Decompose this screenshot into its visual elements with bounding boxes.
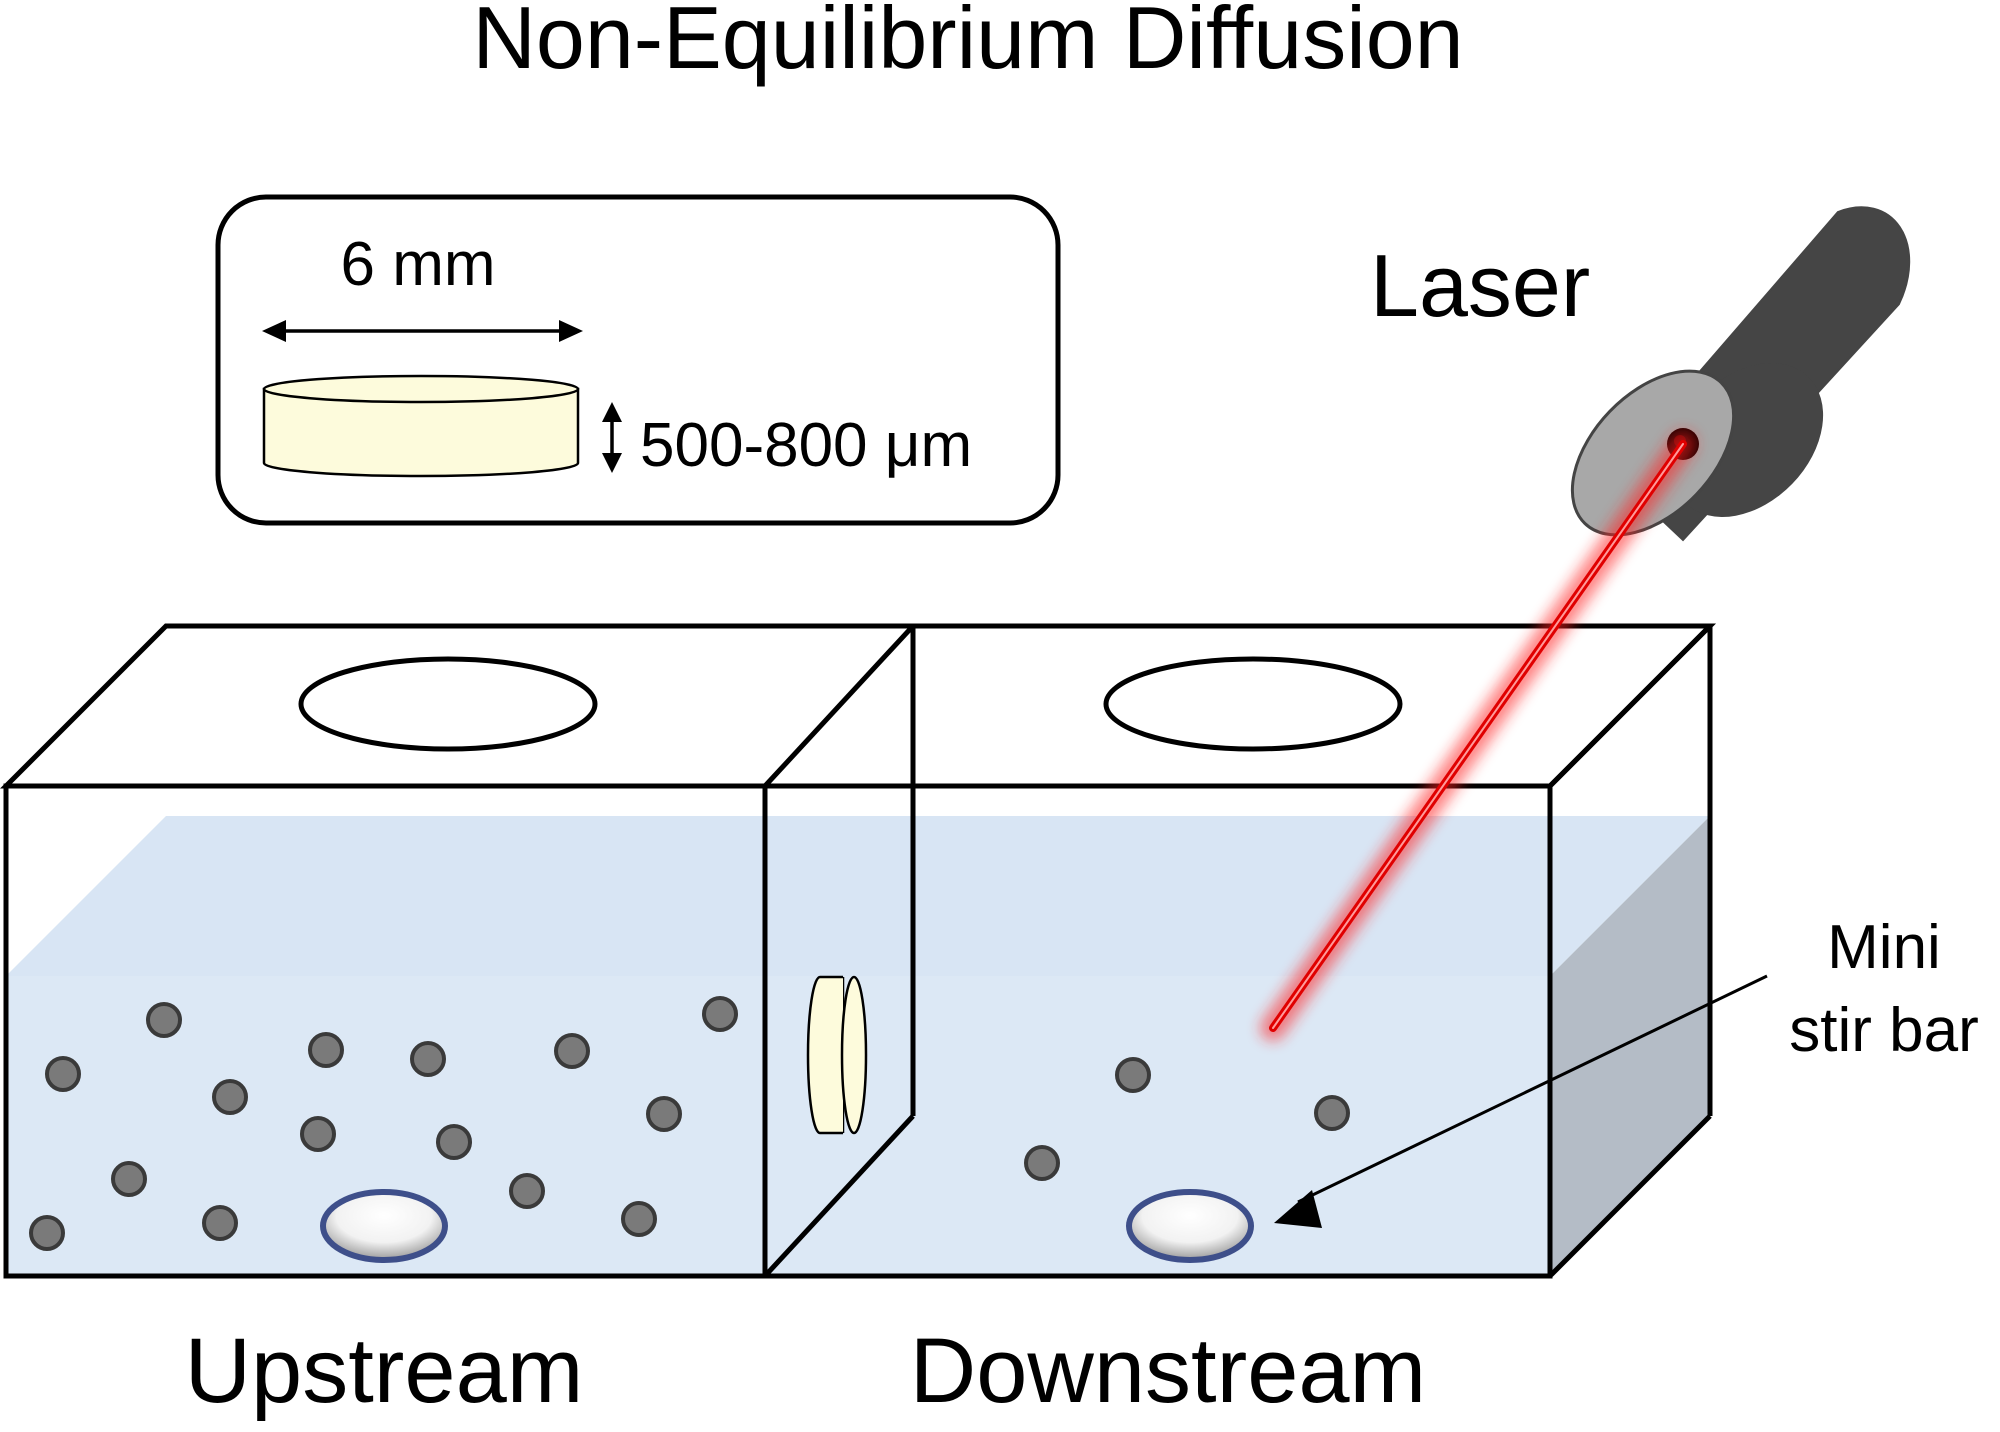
- particle: [410, 1041, 446, 1077]
- particle: [554, 1033, 590, 1069]
- particle: [300, 1116, 336, 1152]
- upstream-label: Upstream: [185, 1320, 584, 1422]
- divider-wall-bottom: [763, 1114, 915, 1278]
- width-label: 6 mm: [341, 230, 496, 299]
- liquid: [6, 816, 1710, 1276]
- particle: [1314, 1095, 1350, 1131]
- downstream-label: Downstream: [910, 1320, 1426, 1422]
- laser-label: Laser: [1370, 236, 1590, 335]
- membrane-disc: [806, 975, 868, 1135]
- downstream-chamber: [762, 783, 1553, 1279]
- particle: [212, 1079, 248, 1115]
- stir-bar-label-line-2: stir bar: [1789, 996, 1978, 1065]
- liquid-side: [1550, 816, 1710, 1276]
- particle: [146, 1002, 182, 1038]
- cell-body: [3, 624, 1713, 1279]
- particle: [29, 1215, 65, 1251]
- stir-bar-label-line-1: Mini: [1827, 913, 1941, 982]
- laser-icon: [1570, 206, 1911, 542]
- particle: [621, 1201, 657, 1237]
- particle: [1024, 1145, 1060, 1181]
- membrane-disc-icon: [262, 374, 580, 478]
- particle: [702, 996, 738, 1032]
- upstream-port: [298, 656, 598, 752]
- particle: [646, 1096, 682, 1132]
- thickness-label: 500-800 μm: [640, 411, 972, 480]
- diagram-title: Non-Equilibrium Diffusion: [472, 0, 1463, 87]
- particle: [509, 1173, 545, 1209]
- downstream-stir-bar: [1126, 1189, 1254, 1263]
- downstream-port: [1103, 656, 1403, 752]
- particle: [436, 1124, 472, 1160]
- laser-beam: [1260, 431, 1696, 1041]
- width-arrow: [262, 320, 583, 342]
- particle: [202, 1205, 238, 1241]
- stir-bar-callout: [1274, 974, 1768, 1228]
- particle: [111, 1161, 147, 1197]
- liquid-front: [6, 976, 1550, 1276]
- membrane-inset: 6 mm 500-800 μm: [215, 194, 1061, 526]
- particle: [308, 1032, 344, 1068]
- liquid-top-surface: [6, 816, 1710, 976]
- particle: [1115, 1057, 1151, 1093]
- downstream-particles: [1024, 1057, 1350, 1181]
- particle: [45, 1056, 81, 1092]
- upstream-stir-bar: [320, 1189, 448, 1263]
- thickness-arrow: [602, 402, 622, 473]
- upstream-particles: [29, 996, 738, 1251]
